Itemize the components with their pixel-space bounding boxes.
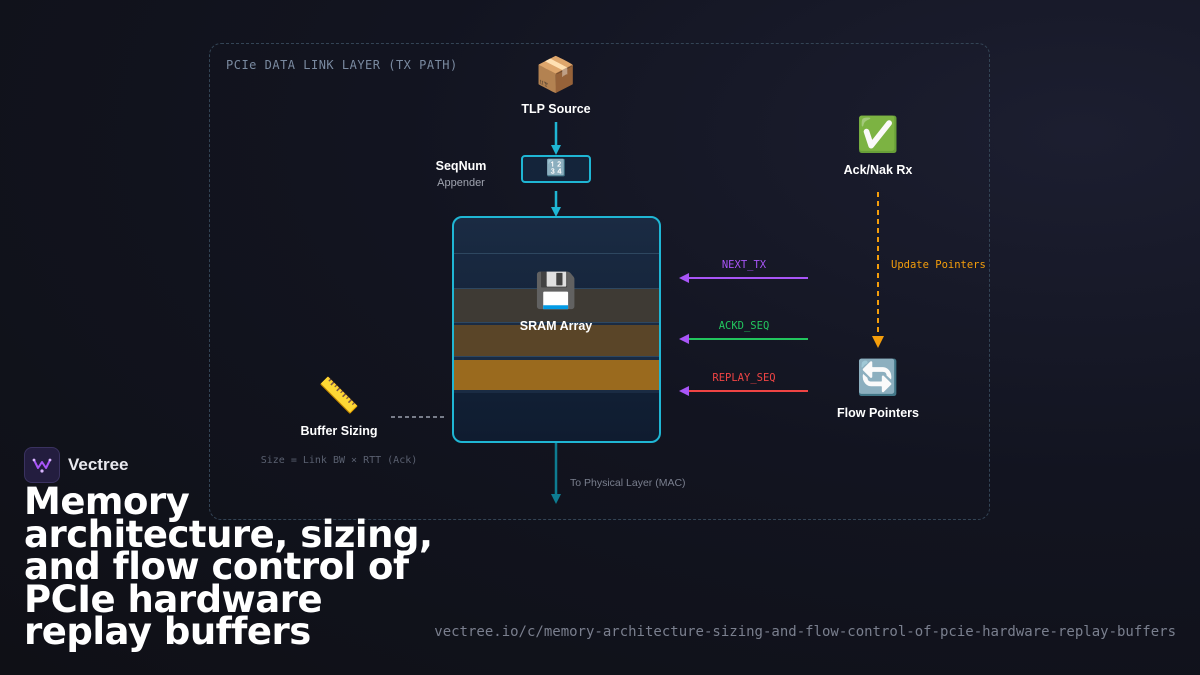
sram-array-label: SRAM Array xyxy=(519,319,593,333)
frame-title: PCIe DATA LINK LAYER (TX PATH) xyxy=(226,58,458,72)
sram-slot-pending xyxy=(454,289,659,323)
buffer-sizing-label: Buffer Sizing xyxy=(300,424,378,438)
sram-slot-replay xyxy=(454,357,659,393)
seqnum-sublabel: Appender xyxy=(437,177,485,189)
refresh-arrows-icon: 🔄 xyxy=(856,359,900,397)
ruler-icon: 📏 xyxy=(317,377,361,415)
physical-layer-label: To Physical Layer (MAC) xyxy=(570,477,686,489)
tlp-source-label: TLP Source xyxy=(521,102,591,116)
sram-slot-pending xyxy=(454,323,659,357)
seqnum-label: SeqNum xyxy=(435,159,487,173)
pointer-label-replay-seq: REPLAY_SEQ xyxy=(712,372,776,384)
buffer-sizing-formula: Size = Link BW × RTT (Ack) xyxy=(260,455,418,466)
brand: Vectree xyxy=(24,447,129,483)
numbers-icon: 🔢 xyxy=(546,160,566,177)
package-icon: 📦 xyxy=(534,56,578,94)
floppy-disk-icon: 💾 xyxy=(534,272,578,310)
data-link-layer-frame xyxy=(209,43,990,520)
flow-pointers-label: Flow Pointers xyxy=(837,406,919,420)
sram-slot xyxy=(454,254,659,289)
brand-name: Vectree xyxy=(68,455,129,474)
page-headline: Memory architecture, sizing, and flow co… xyxy=(24,480,433,653)
seqnum-appender-block: 🔢 xyxy=(521,155,591,183)
vectree-logo-icon xyxy=(24,447,60,483)
page-url[interactable]: vectree.io/c/memory-architecture-sizing-… xyxy=(434,624,1176,640)
pointer-label-next-tx: NEXT_TX xyxy=(721,259,767,271)
check-mark-icon: ✅ xyxy=(856,116,900,154)
sram-slot xyxy=(454,218,659,254)
update-pointers-label: Update Pointers xyxy=(891,259,986,271)
acknak-rx-label: Ack/Nak Rx xyxy=(843,163,913,177)
pointer-label-ackd-seq: ACKD_SEQ xyxy=(718,320,770,332)
sram-array-block xyxy=(452,216,661,443)
